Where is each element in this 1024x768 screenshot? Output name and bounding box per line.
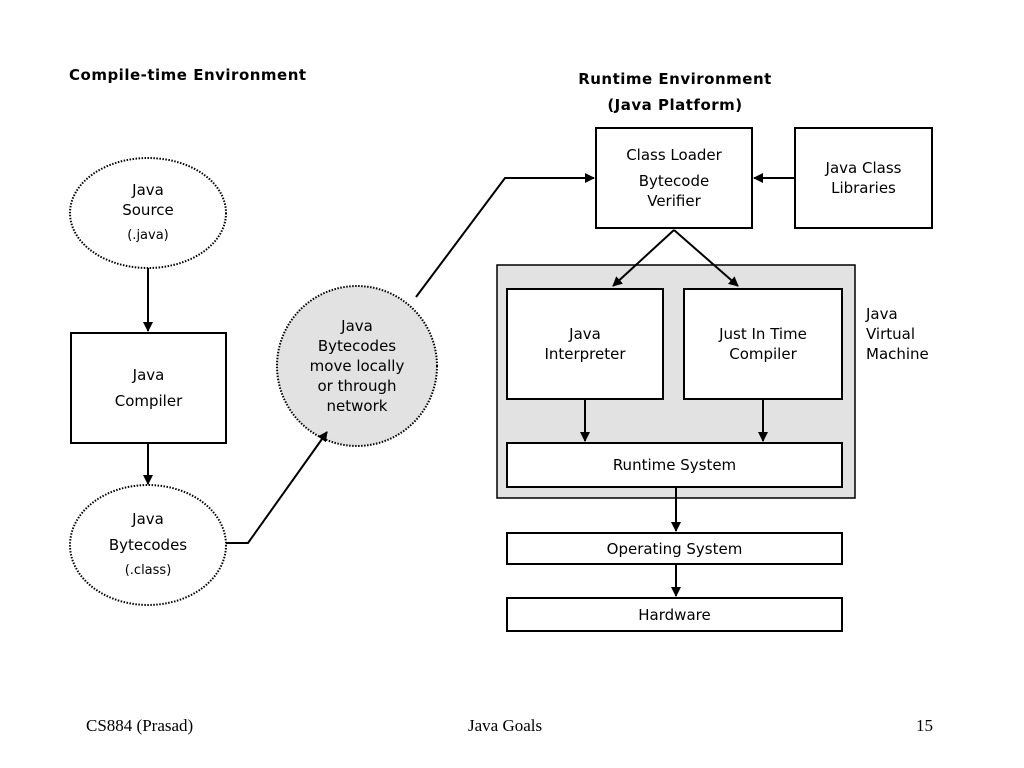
java-source-line2: Source — [122, 201, 174, 219]
runtime-heading-line2: (Java Platform) — [607, 96, 743, 114]
runtime-heading: Runtime Environment (Java Platform) — [520, 66, 830, 118]
jvm-label-line1: Java — [866, 305, 898, 323]
hardware-node — [506, 597, 843, 632]
runtime-heading-line1: Runtime Environment — [578, 70, 772, 88]
bytecodes-network-line2: Bytecodes — [317, 337, 397, 355]
operating-system-node — [506, 532, 843, 565]
bytecodes-network-line3: move locally — [309, 357, 405, 375]
class-libraries-node — [794, 127, 933, 229]
java-bytecodes-class-node — [69, 484, 227, 606]
footer-page-number: 15 — [916, 716, 933, 735]
class-loader-line1: Class Loader — [626, 146, 722, 164]
bytecodes-network-line4: or through — [317, 377, 397, 395]
java-compiler-node — [70, 332, 227, 444]
compile-time-heading: Compile-time Environment — [69, 66, 307, 84]
class-libraries-line1: Java Class — [825, 159, 902, 177]
arrow-loader-to-interpreter — [612, 229, 675, 287]
jit-compiler-node — [683, 288, 843, 400]
hardware-text: Hardware — [638, 605, 711, 624]
jit-compiler-line2: Compiler — [729, 345, 797, 363]
java-compiler-line2: Compiler — [114, 392, 183, 410]
java-compiler-line1: Java — [132, 366, 165, 384]
class-loader-line3: Verifier — [647, 192, 701, 210]
arrow-network-to-class-loader — [415, 173, 595, 298]
bytecodes-network-label: Java Bytecodes move locally or through n… — [287, 306, 427, 426]
operating-system-text: Operating System — [606, 539, 743, 558]
java-source-line3: (.java) — [127, 228, 169, 243]
class-loader-node — [595, 127, 753, 229]
class-loader-line2: Bytecode — [638, 172, 710, 190]
runtime-system-label: Runtime System — [507, 443, 842, 487]
java-source-line1: Java — [132, 181, 164, 199]
bytecodes-network-line5: network — [326, 397, 388, 415]
class-loader-label: Class Loader Bytecode Verifier — [596, 138, 752, 218]
java-compiler-label: Java Compiler — [71, 353, 226, 423]
jit-compiler-line1: Just In Time — [719, 325, 807, 343]
interpreter-line1: Java — [569, 325, 601, 343]
runtime-system-text: Runtime System — [612, 456, 737, 474]
bytecodes-network-node — [276, 285, 438, 447]
operating-system-label: Operating System — [507, 533, 842, 564]
class-libraries-label: Java Class Libraries — [795, 148, 932, 208]
java-bytecodes-class-label: Java Bytecodes (.class) — [90, 505, 206, 585]
jvm-label: Java Virtual Machine — [866, 304, 929, 364]
java-bytecodes-class-line1: Java — [132, 510, 164, 528]
footer-center: Java Goals — [468, 716, 543, 735]
arrow-bytecodes-to-network — [226, 431, 328, 544]
jvm-label-line3: Machine — [866, 345, 929, 363]
jvm-label-line2: Virtual — [866, 325, 916, 343]
java-source-label: Java Source (.java) — [90, 168, 206, 258]
java-bytecodes-class-line2: Bytecodes — [108, 536, 188, 554]
interpreter-node — [506, 288, 664, 400]
interpreter-line2: Interpreter — [544, 345, 626, 363]
bytecodes-network-line1: Java — [341, 317, 373, 335]
footer-left: CS884 (Prasad) — [86, 716, 194, 735]
java-bytecodes-class-line3: (.class) — [124, 563, 172, 578]
interpreter-label: Java Interpreter — [507, 314, 663, 374]
arrow-loader-to-jit — [673, 229, 739, 287]
class-libraries-line2: Libraries — [831, 179, 896, 197]
jit-compiler-label: Just In Time Compiler — [684, 314, 842, 374]
runtime-system-node — [506, 442, 843, 488]
hardware-label: Hardware — [507, 598, 842, 631]
